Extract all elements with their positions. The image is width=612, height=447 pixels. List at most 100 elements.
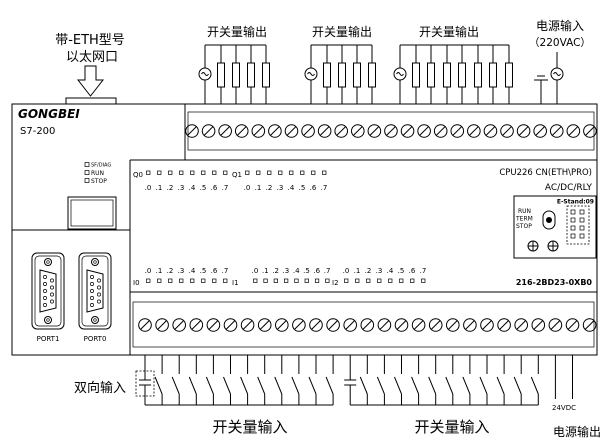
screw-terminal-icon [301,124,315,138]
input-bit-label: .5 [303,267,310,275]
status-led [84,162,90,167]
output-byte-label: Q1 [232,171,242,179]
input-led [314,278,320,283]
expansion-connector-icon [566,205,590,245]
screw-terminal-icon [234,124,249,138]
output-terminal-strip [187,111,595,151]
output-led [267,170,272,175]
arrow-down-icon [76,65,105,97]
relay-load-icon [505,45,513,104]
input-led [253,278,258,283]
input-led [284,278,289,283]
port-label: PORT0 [84,335,107,343]
output-led [157,170,162,175]
ac-source-icon [550,67,564,81]
screw-terminal-icon [433,124,448,138]
switch-icon [513,355,522,405]
output-led [245,170,250,175]
output-bit-label: .6 [211,184,218,192]
cpu-model: CPU226 CN(ETH\PRO) [499,168,592,178]
screw-terminal-icon [384,124,398,138]
switch-icon [291,355,300,405]
connector-pin [579,225,585,231]
input-led [168,278,173,283]
switch-icon [530,355,539,405]
status-led [84,170,90,175]
input-led [355,278,360,283]
screw-terminal-icon [326,318,340,332]
switch-icon [308,355,317,405]
ground-icon [534,75,548,104]
input-led [325,278,330,283]
output-led [201,170,206,175]
screw-terminal-icon [500,124,514,138]
switch-icon [154,355,163,405]
screw-terminal-icon [417,124,431,138]
model-name: S7-200 [20,126,55,137]
port-label: PORT1 [37,335,60,343]
switch-icon [428,355,437,405]
order-number: 216-2BD23-0XB0 [516,278,593,287]
screw-terminal-icon [240,318,255,332]
output-led [190,170,195,175]
output-bit-label: .0 [145,184,152,192]
input-bit-label: .0 [145,267,152,275]
input-led [157,278,162,283]
screw-terminal-icon [548,318,563,332]
output-led [289,170,294,175]
status-led-label: STOP [91,178,107,185]
input-bit-label: .3 [178,267,185,275]
screw-terminal-icon [292,318,306,332]
relay-load-icon [338,45,346,104]
ethernet-port-tab [65,97,117,105]
input-led [294,278,299,283]
switch-icon [394,355,402,405]
output-bit-label: .3 [277,184,284,192]
screw-terminal-icon [583,124,597,138]
switch-icon [205,355,214,405]
output-led [300,170,305,175]
screw-terminal-icon [268,124,282,138]
switch-icon [188,355,197,405]
status-led-label: RUN [91,170,104,177]
screw-terminal-icon [257,318,272,332]
screw-terminal-icon [275,318,289,332]
power-output-voltage: 24VDC [552,404,576,412]
ac-source-icon [393,45,407,104]
connector-pin [579,209,585,215]
input-led [273,278,278,283]
cpu-type: AC/DC/RLY [545,183,593,193]
status-leds: SF/DIAG RUN STOP [84,162,111,185]
mode-label-term: TERM [515,216,533,223]
power-input-wiring [534,52,564,104]
input-group-label: 开关量输入 [212,418,287,436]
input-byte-label: I2 [332,279,339,287]
screw-terminal-icon [251,124,266,138]
input-bit-label: .4 [293,267,300,275]
input-bit-label: .2 [167,267,174,275]
screw-terminal-icon [223,318,238,332]
input-bit-label: .0 [343,267,350,275]
input-bit-label: .2 [272,267,279,275]
capacitor-icon [135,355,155,405]
switch-icon [274,355,283,405]
input-led [304,278,309,283]
screw-terminal-icon [531,318,546,332]
screw-terminal-icon [351,124,365,138]
power-input-label: 电源输入 [536,18,584,33]
output-bit-label: .7 [222,184,229,192]
screw-terminal-icon [566,124,581,138]
screw-terminal-icon [450,124,465,138]
mode-switch-icon [542,210,556,230]
output-led [256,170,261,175]
switch-icon [257,355,266,405]
relay-load-icon [427,45,435,104]
db9-port-0: PORT0 [78,252,112,343]
input-bit-label: .4 [387,267,394,275]
switch-icon [240,355,249,405]
relay-load-icon [247,45,255,104]
relay-load-icon [353,45,361,104]
connector-pin [570,225,576,231]
connector-pin [579,233,585,239]
